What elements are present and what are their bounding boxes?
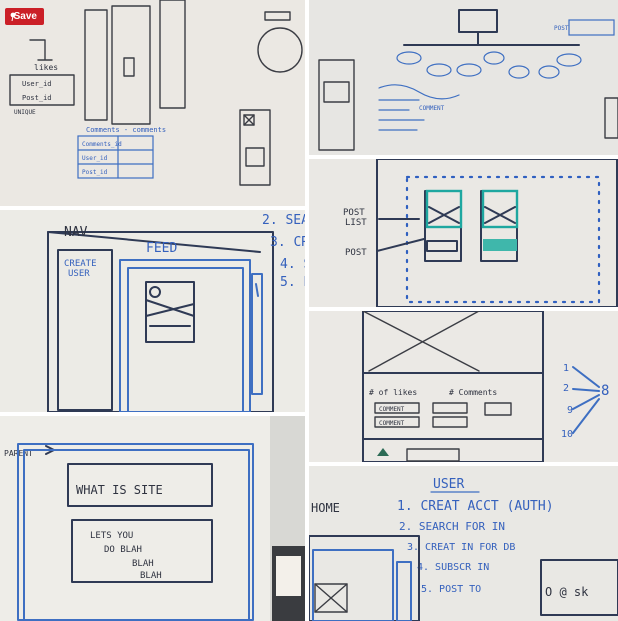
likes-user-id: User_id bbox=[22, 80, 52, 88]
nav-feed-drawing: NAV CREATE USER FEED 2. SEA 3. CR 4. S 5… bbox=[47, 213, 305, 412]
comments-id: Comments_id bbox=[82, 141, 122, 148]
label-post-list-2: LIST bbox=[345, 218, 367, 228]
wire-column-3 bbox=[159, 0, 186, 109]
label-profile-sketch: O @ sk bbox=[545, 585, 589, 599]
comments-user-id: User_id bbox=[82, 155, 108, 162]
comments-post-id: Post_id bbox=[82, 169, 108, 176]
photo-likes-comments: # of likes # Comments COMMENT COMMENT 1 … bbox=[309, 311, 618, 462]
label-post-list-1: POST bbox=[343, 208, 365, 218]
svg-text:POST: POST bbox=[554, 25, 569, 32]
label-user: USER bbox=[68, 269, 90, 279]
crowfoot-line bbox=[29, 39, 53, 61]
label-blah-2: BLAH bbox=[140, 571, 162, 581]
wire-top-box bbox=[264, 11, 291, 21]
label-step-4: 4. S bbox=[280, 257, 305, 272]
label-num-10: 10 bbox=[561, 429, 573, 440]
wire-column-1 bbox=[84, 9, 108, 121]
user-steps-drawing: USER HOME 1. CREAT ACCT (AUTH) 2. SEARCH… bbox=[309, 477, 618, 621]
label-create: CREATE bbox=[64, 259, 97, 269]
label-step-subscribe: 4. SUBSCR IN bbox=[417, 562, 489, 573]
label-feed: FEED bbox=[146, 241, 177, 256]
label-what-is-site: WHAT IS SITE bbox=[76, 483, 163, 497]
erd-drawing: likes User_id Post_id UNIQUE Comments - … bbox=[9, 0, 303, 186]
save-button-label: Save bbox=[13, 11, 37, 22]
label-comment-1: COMMENT bbox=[379, 406, 405, 413]
svg-text:COMMENT: COMMENT bbox=[419, 105, 445, 112]
wire-column-2 bbox=[111, 5, 151, 125]
label-post: POST bbox=[345, 248, 367, 258]
photo-landing-wireframe: PARENT WHAT IS SITE LETS YOU DO BLAH BLA… bbox=[0, 416, 305, 621]
label-likes-count: # of likes bbox=[369, 388, 417, 397]
label-lets-you: LETS YOU bbox=[90, 531, 133, 541]
label-step-create-db: 3. CREAT IN FOR DB bbox=[407, 542, 515, 553]
pinterest-pin-icon bbox=[10, 12, 16, 21]
photo-post-list: POST LIST POST bbox=[309, 159, 618, 307]
likes-unique-tag: UNIQUE bbox=[14, 109, 36, 116]
label-step-create-acct: 1. CREAT ACCT (AUTH) bbox=[397, 499, 554, 514]
label-home: HOME bbox=[311, 501, 340, 515]
likes-table bbox=[9, 74, 75, 106]
label-step-5: 5. P bbox=[280, 275, 305, 290]
label-num-9: 9 bbox=[567, 405, 573, 416]
likes-post-id: Post_id bbox=[22, 94, 52, 102]
wire-small-box bbox=[123, 57, 135, 77]
photo-component-tree: POST COMMENT bbox=[309, 0, 618, 155]
label-comment-2: COMMENT bbox=[379, 420, 405, 427]
photo-nav-feed-wireframe: NAV CREATE USER FEED 2. SEA 3. CR 4. S 5… bbox=[0, 210, 305, 412]
label-likes: likes bbox=[34, 63, 58, 72]
label-num-1: 1 bbox=[563, 363, 569, 374]
landing-drawing: PARENT WHAT IS SITE LETS YOU DO BLAH BLA… bbox=[0, 416, 305, 621]
label-do-blah: DO BLAH bbox=[104, 545, 142, 555]
save-button[interactable]: Save bbox=[5, 8, 44, 25]
label-comments-count: # Comments bbox=[449, 388, 497, 397]
label-num-8: 8 bbox=[601, 383, 609, 399]
comments-table bbox=[77, 135, 154, 179]
label-step-search: 2. SEARCH FOR IN bbox=[399, 520, 505, 533]
tree-drawing: POST COMMENT bbox=[318, 9, 618, 151]
photo-user-steps: USER HOME 1. CREAT ACCT (AUTH) 2. SEARCH… bbox=[309, 466, 618, 621]
comments-table-title: Comments - comments bbox=[86, 126, 166, 134]
label-step-post: 5. POST TO bbox=[421, 584, 481, 595]
post-list-drawing: POST LIST POST bbox=[343, 159, 618, 307]
phone-wireframe bbox=[239, 109, 271, 186]
label-user-heading: USER bbox=[433, 477, 464, 492]
photo-erd-sketch: likes User_id Post_id UNIQUE Comments - … bbox=[0, 0, 305, 206]
label-blah-1: BLAH bbox=[132, 559, 154, 569]
label-nav: NAV bbox=[64, 225, 88, 240]
label-num-2: 2 bbox=[563, 383, 569, 394]
label-step-2: 2. SEA bbox=[262, 213, 305, 228]
likes-comments-drawing: # of likes # Comments COMMENT COMMENT 1 … bbox=[362, 311, 609, 462]
circle-sketch bbox=[257, 27, 303, 73]
label-step-3: 3. CR bbox=[270, 235, 305, 250]
